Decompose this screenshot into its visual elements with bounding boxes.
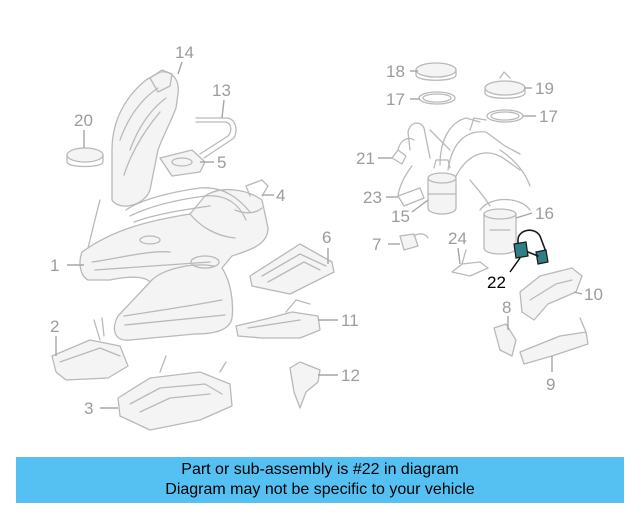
fuel-lines — [397, 117, 531, 207]
fuel-pump-15 — [427, 159, 457, 215]
heat-shield-10 — [519, 267, 583, 321]
callout-11: 11 — [341, 311, 359, 330]
bracket-8 — [493, 323, 517, 357]
callout-23: 23 — [363, 188, 382, 207]
connector-23 — [397, 187, 425, 207]
callout-labels: 1 2 3 4 5 6 7 8 9 10 11 12 13 14 15 16 1… — [50, 43, 603, 418]
callout-22[interactable]: 22 — [487, 273, 506, 292]
callout-4: 4 — [276, 186, 285, 205]
callout-5: 5 — [217, 153, 226, 172]
callout-18: 18 — [386, 62, 405, 81]
fuel-pump-module-16 — [479, 198, 531, 255]
wire-harness-22[interactable] — [513, 229, 549, 265]
parts-diagram: 1 2 3 4 5 6 7 8 9 10 11 12 13 14 15 16 1… — [50, 43, 603, 431]
rail-9 — [519, 317, 589, 365]
info-banner: Part or sub-assembly is #22 in diagram D… — [16, 457, 624, 503]
callout-9: 9 — [546, 375, 555, 394]
callout-14: 14 — [175, 43, 194, 62]
heat-shield-3 — [117, 355, 233, 431]
callout-6: 6 — [322, 228, 331, 247]
lock-ring-18 — [415, 62, 457, 81]
callout-1: 1 — [50, 256, 59, 275]
callout-17-right: 17 — [539, 107, 558, 126]
sensor-7 — [399, 233, 429, 251]
bracket-12 — [289, 361, 321, 409]
callout-12: 12 — [341, 366, 360, 385]
bracket-4 — [245, 179, 269, 197]
callout-10: 10 — [584, 285, 603, 304]
callout-7: 7 — [372, 235, 381, 254]
seal-17-right — [486, 109, 524, 123]
bracket-2 — [51, 317, 129, 381]
banner-line-disclaimer: Diagram may not be specific to your vehi… — [165, 481, 475, 498]
leader-lines — [55, 61, 583, 409]
filler-neck — [87, 69, 251, 249]
callout-8: 8 — [502, 298, 511, 317]
callout-20: 20 — [74, 111, 93, 130]
callout-3: 3 — [84, 399, 93, 418]
filler-cap — [66, 147, 104, 168]
lock-ring-19 — [484, 71, 526, 99]
vent-pipe — [195, 117, 237, 159]
callout-16: 16 — [535, 204, 554, 223]
callout-19: 19 — [535, 79, 554, 98]
bracket-11 — [235, 299, 321, 339]
sensor-21 — [391, 137, 415, 165]
bracket-24 — [451, 249, 489, 277]
callout-15: 15 — [391, 207, 410, 226]
cover-plate — [159, 149, 206, 177]
heat-shield-6 — [249, 243, 335, 295]
banner-line-part: Part or sub-assembly is #22 in diagram — [181, 461, 459, 478]
callout-2: 2 — [50, 317, 59, 336]
callout-17-left: 17 — [386, 90, 405, 109]
seal-17-left — [418, 91, 456, 105]
callout-21: 21 — [356, 149, 375, 168]
callout-13: 13 — [212, 81, 231, 100]
callout-24: 24 — [448, 229, 467, 248]
